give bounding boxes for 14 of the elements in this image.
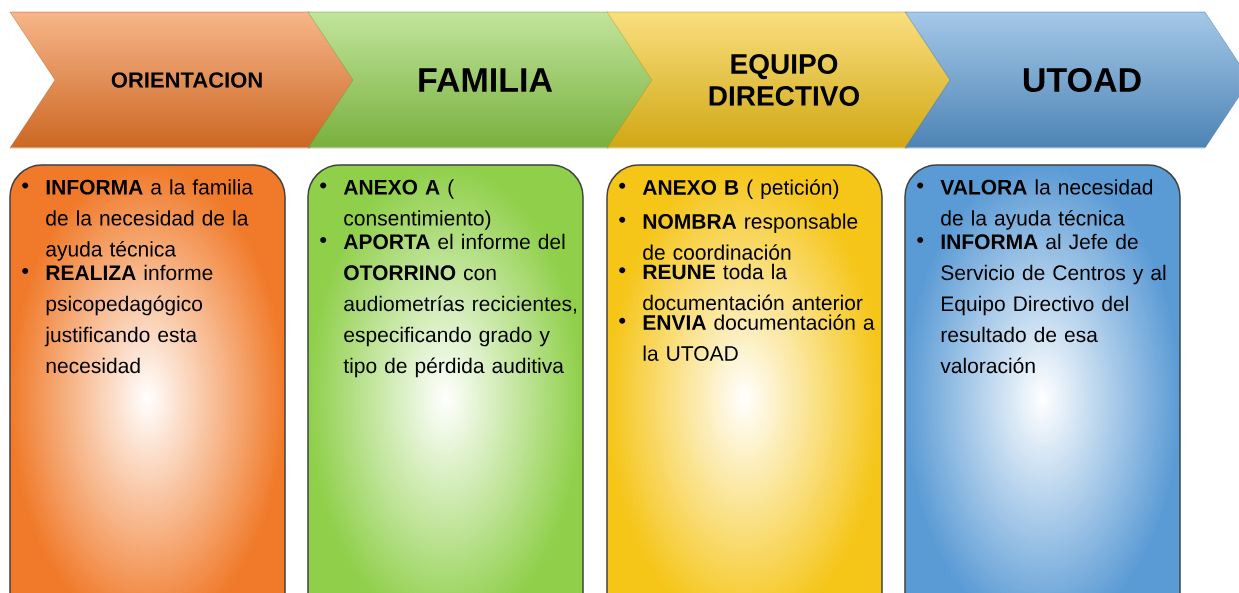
bullet-item: ENVIA documentación a la UTOAD	[619, 314, 875, 361]
bullet-item: REALIZA informe psicopedagógico justificando esta necesidad	[22, 264, 213, 374]
bullet-item: INFORMA al Jefe de Servicio de Centros y al Equipo Directivo del resultado de esa valoración	[917, 233, 1166, 374]
step-banner: ORIENTACION	[9, 11, 356, 149]
info-box	[9, 164, 286, 593]
info-box	[904, 164, 1181, 593]
bullet-item: ANEXO B ( petición)	[619, 179, 839, 199]
info-box	[307, 164, 584, 593]
bullet-item: ANEXO A ( consentimiento)	[320, 179, 491, 230]
bullet-item: NOMBRA responsable de coordinación	[619, 213, 858, 260]
bullet-item: REUNE toda la documentación anterior	[619, 263, 863, 311]
step-banner: UTOAD	[904, 11, 1239, 149]
info-box	[606, 164, 883, 593]
bullet-item: APORTA el informe del OTORRINO con audiometrías recicientes, especificando grado y tipo de pérdida auditiva	[320, 233, 576, 378]
